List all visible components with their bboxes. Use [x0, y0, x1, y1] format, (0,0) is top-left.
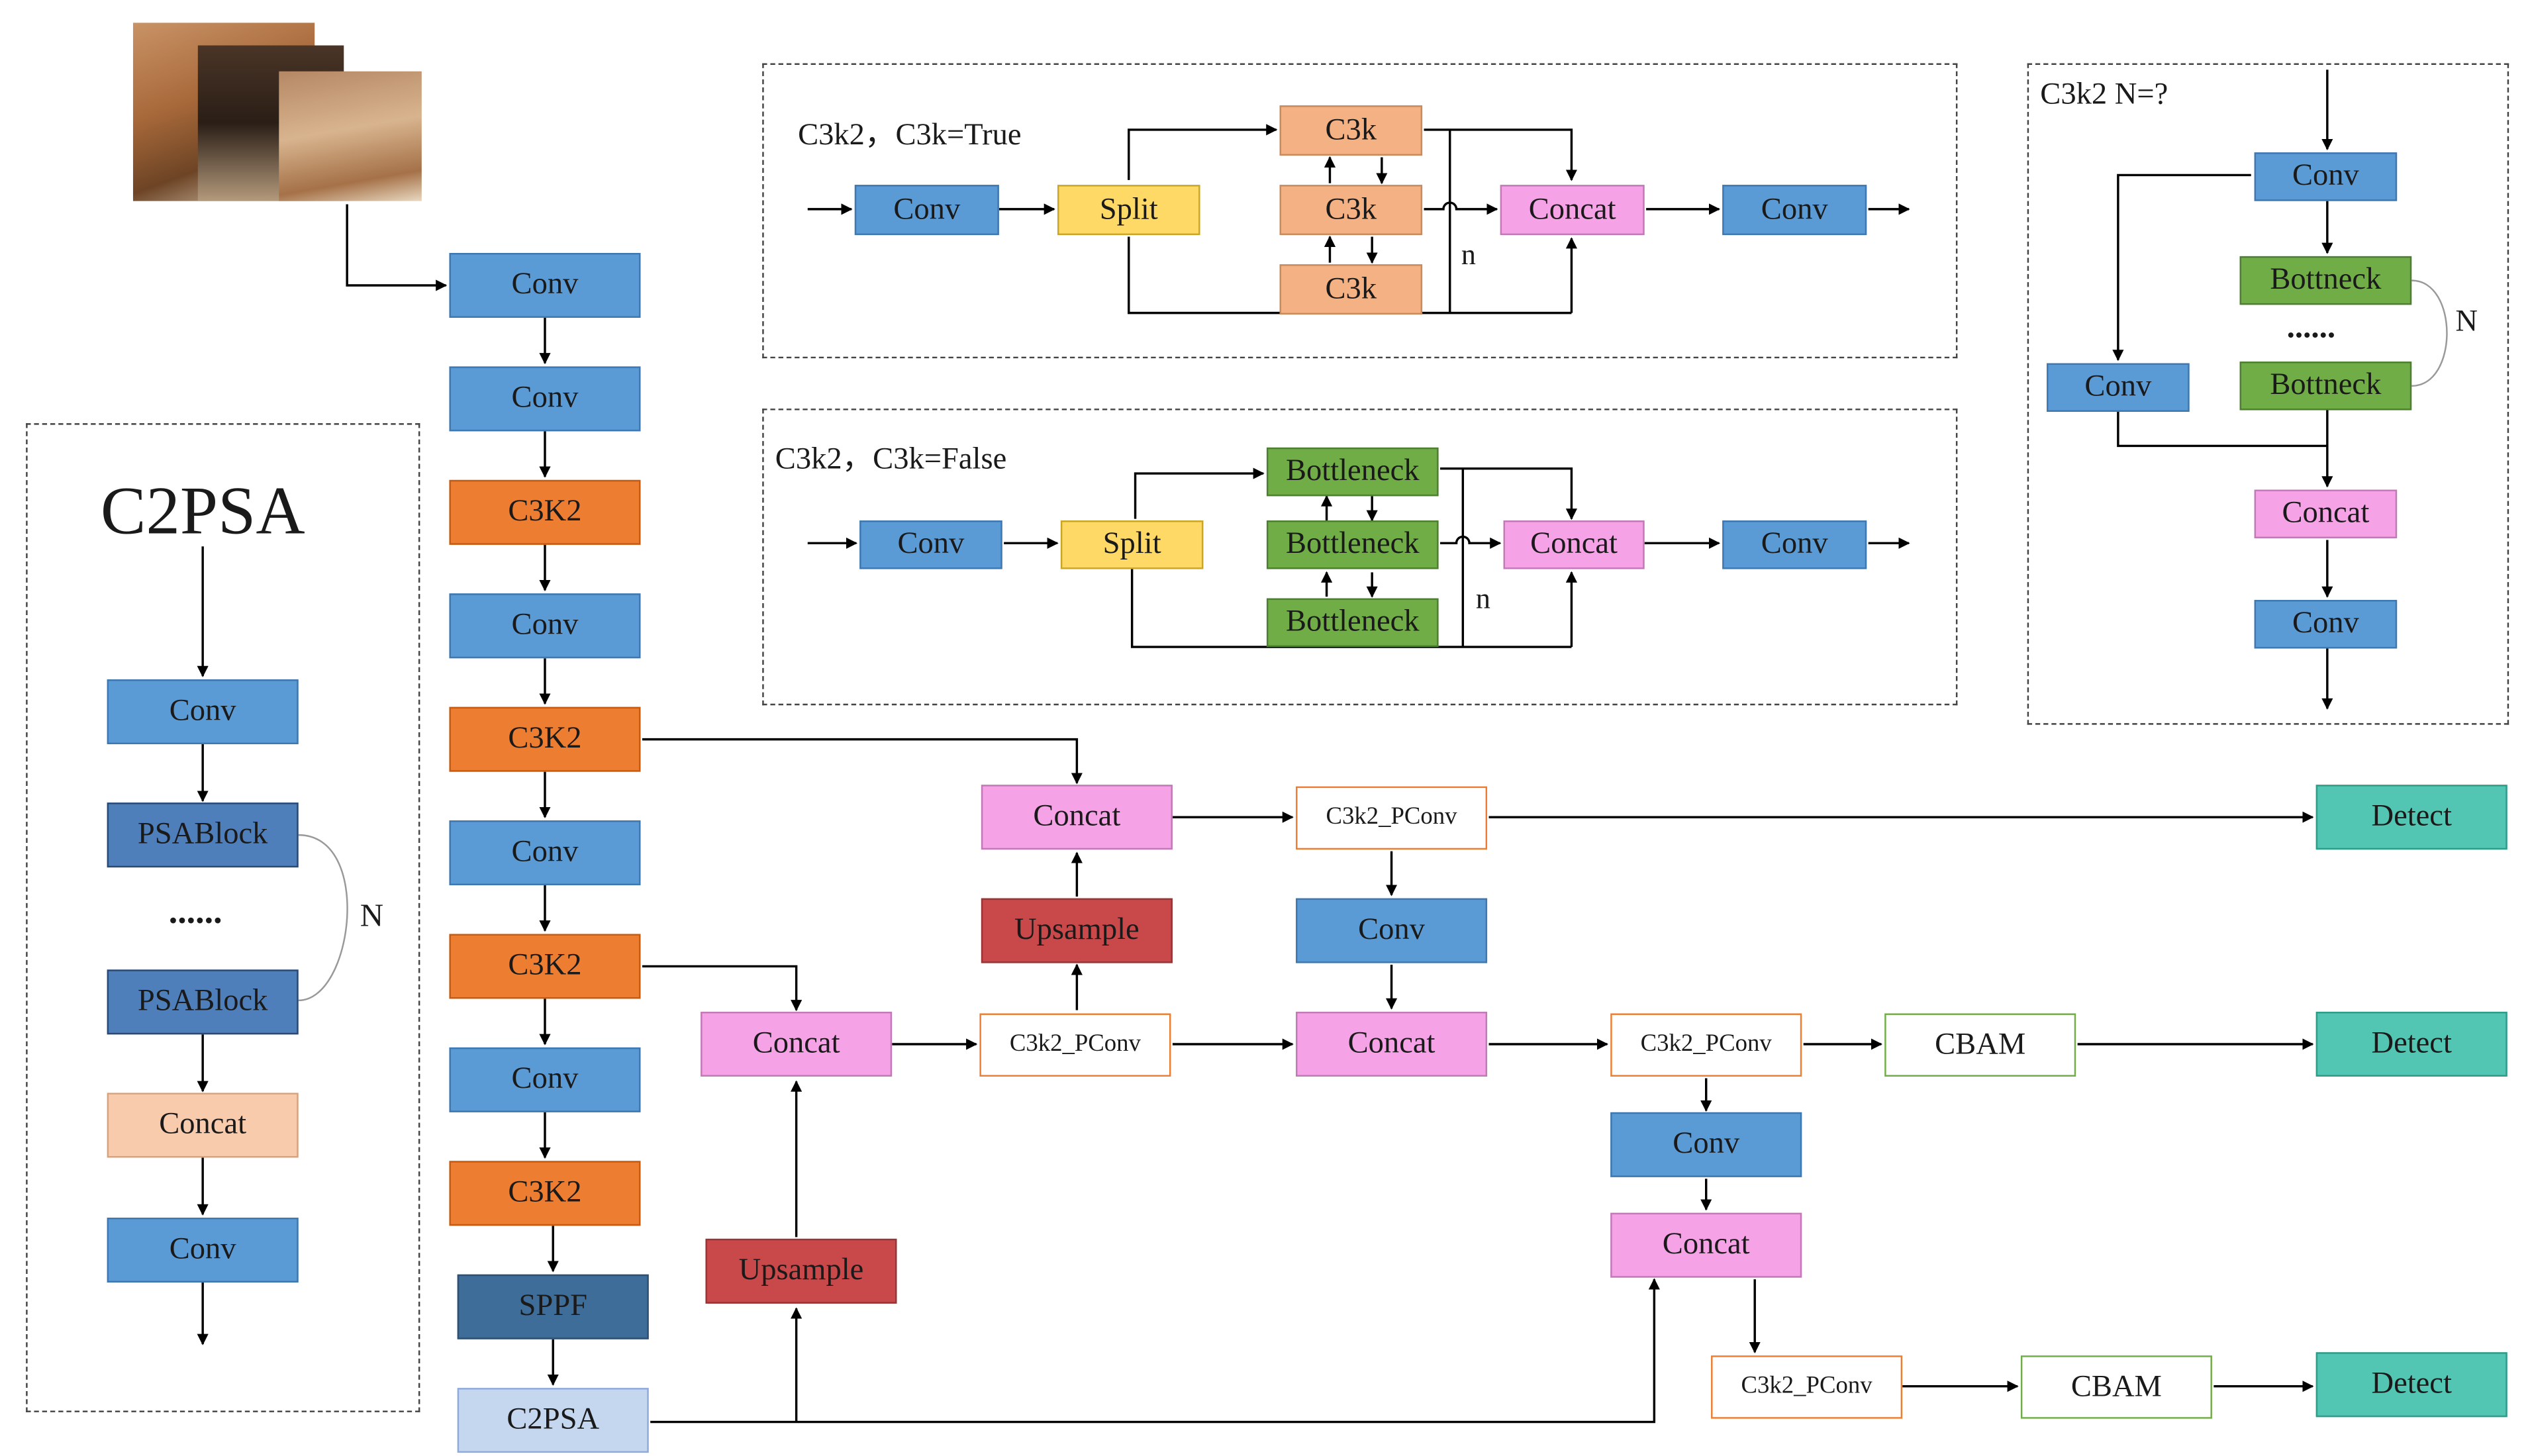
c3k-true-conv-out: Conv — [1722, 185, 1867, 236]
c3k-true-c3k-3: C3k — [1279, 264, 1423, 315]
backbone-conv-4: Conv — [449, 820, 641, 886]
backbone-conv-1: Conv — [449, 253, 641, 318]
c3k2-n-bottleneck-2: Bottneck — [2239, 362, 2412, 411]
edge-n-conv-to-side — [2112, 173, 2251, 362]
neck-upsample-a: Upsample — [981, 898, 1173, 963]
neck-cbam-d: CBAM — [2020, 1355, 2212, 1419]
backbone-conv-3: Conv — [449, 593, 641, 659]
c3k-true-conv-in: Conv — [854, 185, 999, 236]
c3k2-n-repeat-n: N — [2455, 305, 2478, 339]
c3k-true-c3k-2: C3k — [1279, 185, 1423, 236]
c3k-false-bottleneck-2: Bottleneck — [1266, 520, 1439, 569]
backbone-c3k2-2: C3K2 — [449, 706, 641, 772]
neck-cbam-c: CBAM — [1884, 1013, 2076, 1077]
c3k-true-panel-frame — [762, 63, 1958, 359]
detect-head-3: Detect — [2315, 1352, 2507, 1418]
c3k2-n-conv-side: Conv — [2047, 363, 2190, 412]
c2psa-psablock-1: PSABlock — [107, 802, 299, 868]
backbone-conv-2: Conv — [449, 366, 641, 432]
neck-concat-b: Concat — [701, 1012, 893, 1077]
c2psa-panel-frame — [26, 423, 420, 1412]
c3k-false-panel-frame — [762, 409, 1958, 706]
edge-true-split-to-c3k — [1128, 124, 1278, 180]
c2psa-conv-top: Conv — [107, 679, 299, 744]
edge-false-split-bypass — [1130, 569, 1572, 648]
neck-conv-c: Conv — [1296, 898, 1488, 963]
backbone-c3k2-1: C3K2 — [449, 479, 641, 545]
neck-conv-d: Conv — [1610, 1112, 1802, 1177]
edge-false-bn-to-concat — [1440, 467, 1578, 520]
c3k-true-concat: Concat — [1500, 185, 1645, 236]
c3k2-n-title: C3k2 N=? — [2040, 77, 2168, 112]
c3k2-n-repeat-brace — [2411, 279, 2448, 387]
c3k-true-n-label: n — [1461, 238, 1476, 271]
edge-c2psa-bus — [650, 1278, 1660, 1424]
neck-c3k2-pconv-b: C3k2_PConv — [979, 1013, 1171, 1077]
backbone-sppf: SPPF — [457, 1274, 649, 1339]
c3k2-n-concat: Concat — [2254, 489, 2398, 538]
neck-concat-a: Concat — [981, 785, 1173, 850]
c3k-true-split: Split — [1057, 185, 1200, 236]
c3k-false-conv-in: Conv — [859, 520, 1002, 569]
c2psa-panel-title: C2PSA — [100, 475, 305, 550]
edge-c3k2-to-concat-a — [642, 738, 1083, 785]
edge-true-c3k-to-concat — [1424, 128, 1578, 181]
c3k2-n-conv-bottom: Conv — [2254, 600, 2398, 649]
c3k-false-n-label: n — [1475, 582, 1490, 615]
neck-upsample-b: Upsample — [705, 1238, 897, 1304]
neck-c3k2-pconv-c: C3k2_PConv — [1610, 1013, 1802, 1077]
c2psa-repeat-dots: ...... — [168, 890, 222, 931]
edge-true-c3k-to-concat-mid — [1424, 201, 1498, 215]
neck-concat-c: Concat — [1296, 1012, 1488, 1077]
detect-head-1: Detect — [2315, 785, 2507, 850]
c2psa-concat: Concat — [107, 1092, 299, 1158]
neck-concat-d: Concat — [1610, 1212, 1802, 1278]
c3k-false-concat: Concat — [1503, 520, 1645, 569]
c3k2-n-conv-top: Conv — [2254, 152, 2398, 201]
c3k2-n-bottleneck-1: Bottneck — [2239, 256, 2412, 305]
edge-n-side-to-concat — [2117, 411, 2327, 448]
neck-c3k2-pconv-d: C3k2_PConv — [1711, 1355, 1903, 1419]
c3k-false-bottleneck-1: Bottleneck — [1266, 447, 1439, 497]
detect-head-2: Detect — [2315, 1012, 2507, 1077]
input-image-stack — [132, 23, 425, 204]
c3k-false-title: C3k2，C3k=False — [775, 442, 1007, 477]
neck-c3k2-pconv-a: C3k2_PConv — [1296, 786, 1488, 850]
c3k-true-c3k-1: C3k — [1279, 105, 1423, 156]
edge-c3k2-to-concat-b — [642, 965, 803, 1012]
backbone-c2psa: C2PSA — [457, 1388, 649, 1453]
edge-image-to-conv — [346, 204, 448, 291]
edge-true-split-bypass — [1128, 236, 1572, 315]
backbone-c3k2-4: C3K2 — [449, 1161, 641, 1226]
backbone-conv-5: Conv — [449, 1047, 641, 1112]
c2psa-repeat-n: N — [360, 898, 384, 934]
edge-false-bn-to-concat-mid — [1440, 535, 1502, 549]
c3k2-n-panel-frame — [2027, 63, 2509, 725]
c3k-false-split: Split — [1060, 520, 1204, 569]
c3k2-n-dots: ...... — [2286, 309, 2336, 346]
c2psa-repeat-brace — [298, 834, 348, 1002]
c2psa-psablock-2: PSABlock — [107, 969, 299, 1035]
backbone-c3k2-3: C3K2 — [449, 934, 641, 999]
c3k-false-bottleneck-3: Bottleneck — [1266, 598, 1439, 648]
c3k-false-conv-out: Conv — [1722, 520, 1867, 569]
edge-false-split-to-bn — [1134, 467, 1265, 519]
c2psa-conv-bottom: Conv — [107, 1218, 299, 1283]
input-image-front — [279, 71, 422, 201]
c3k-true-title: C3k2，C3k=True — [798, 118, 1022, 153]
